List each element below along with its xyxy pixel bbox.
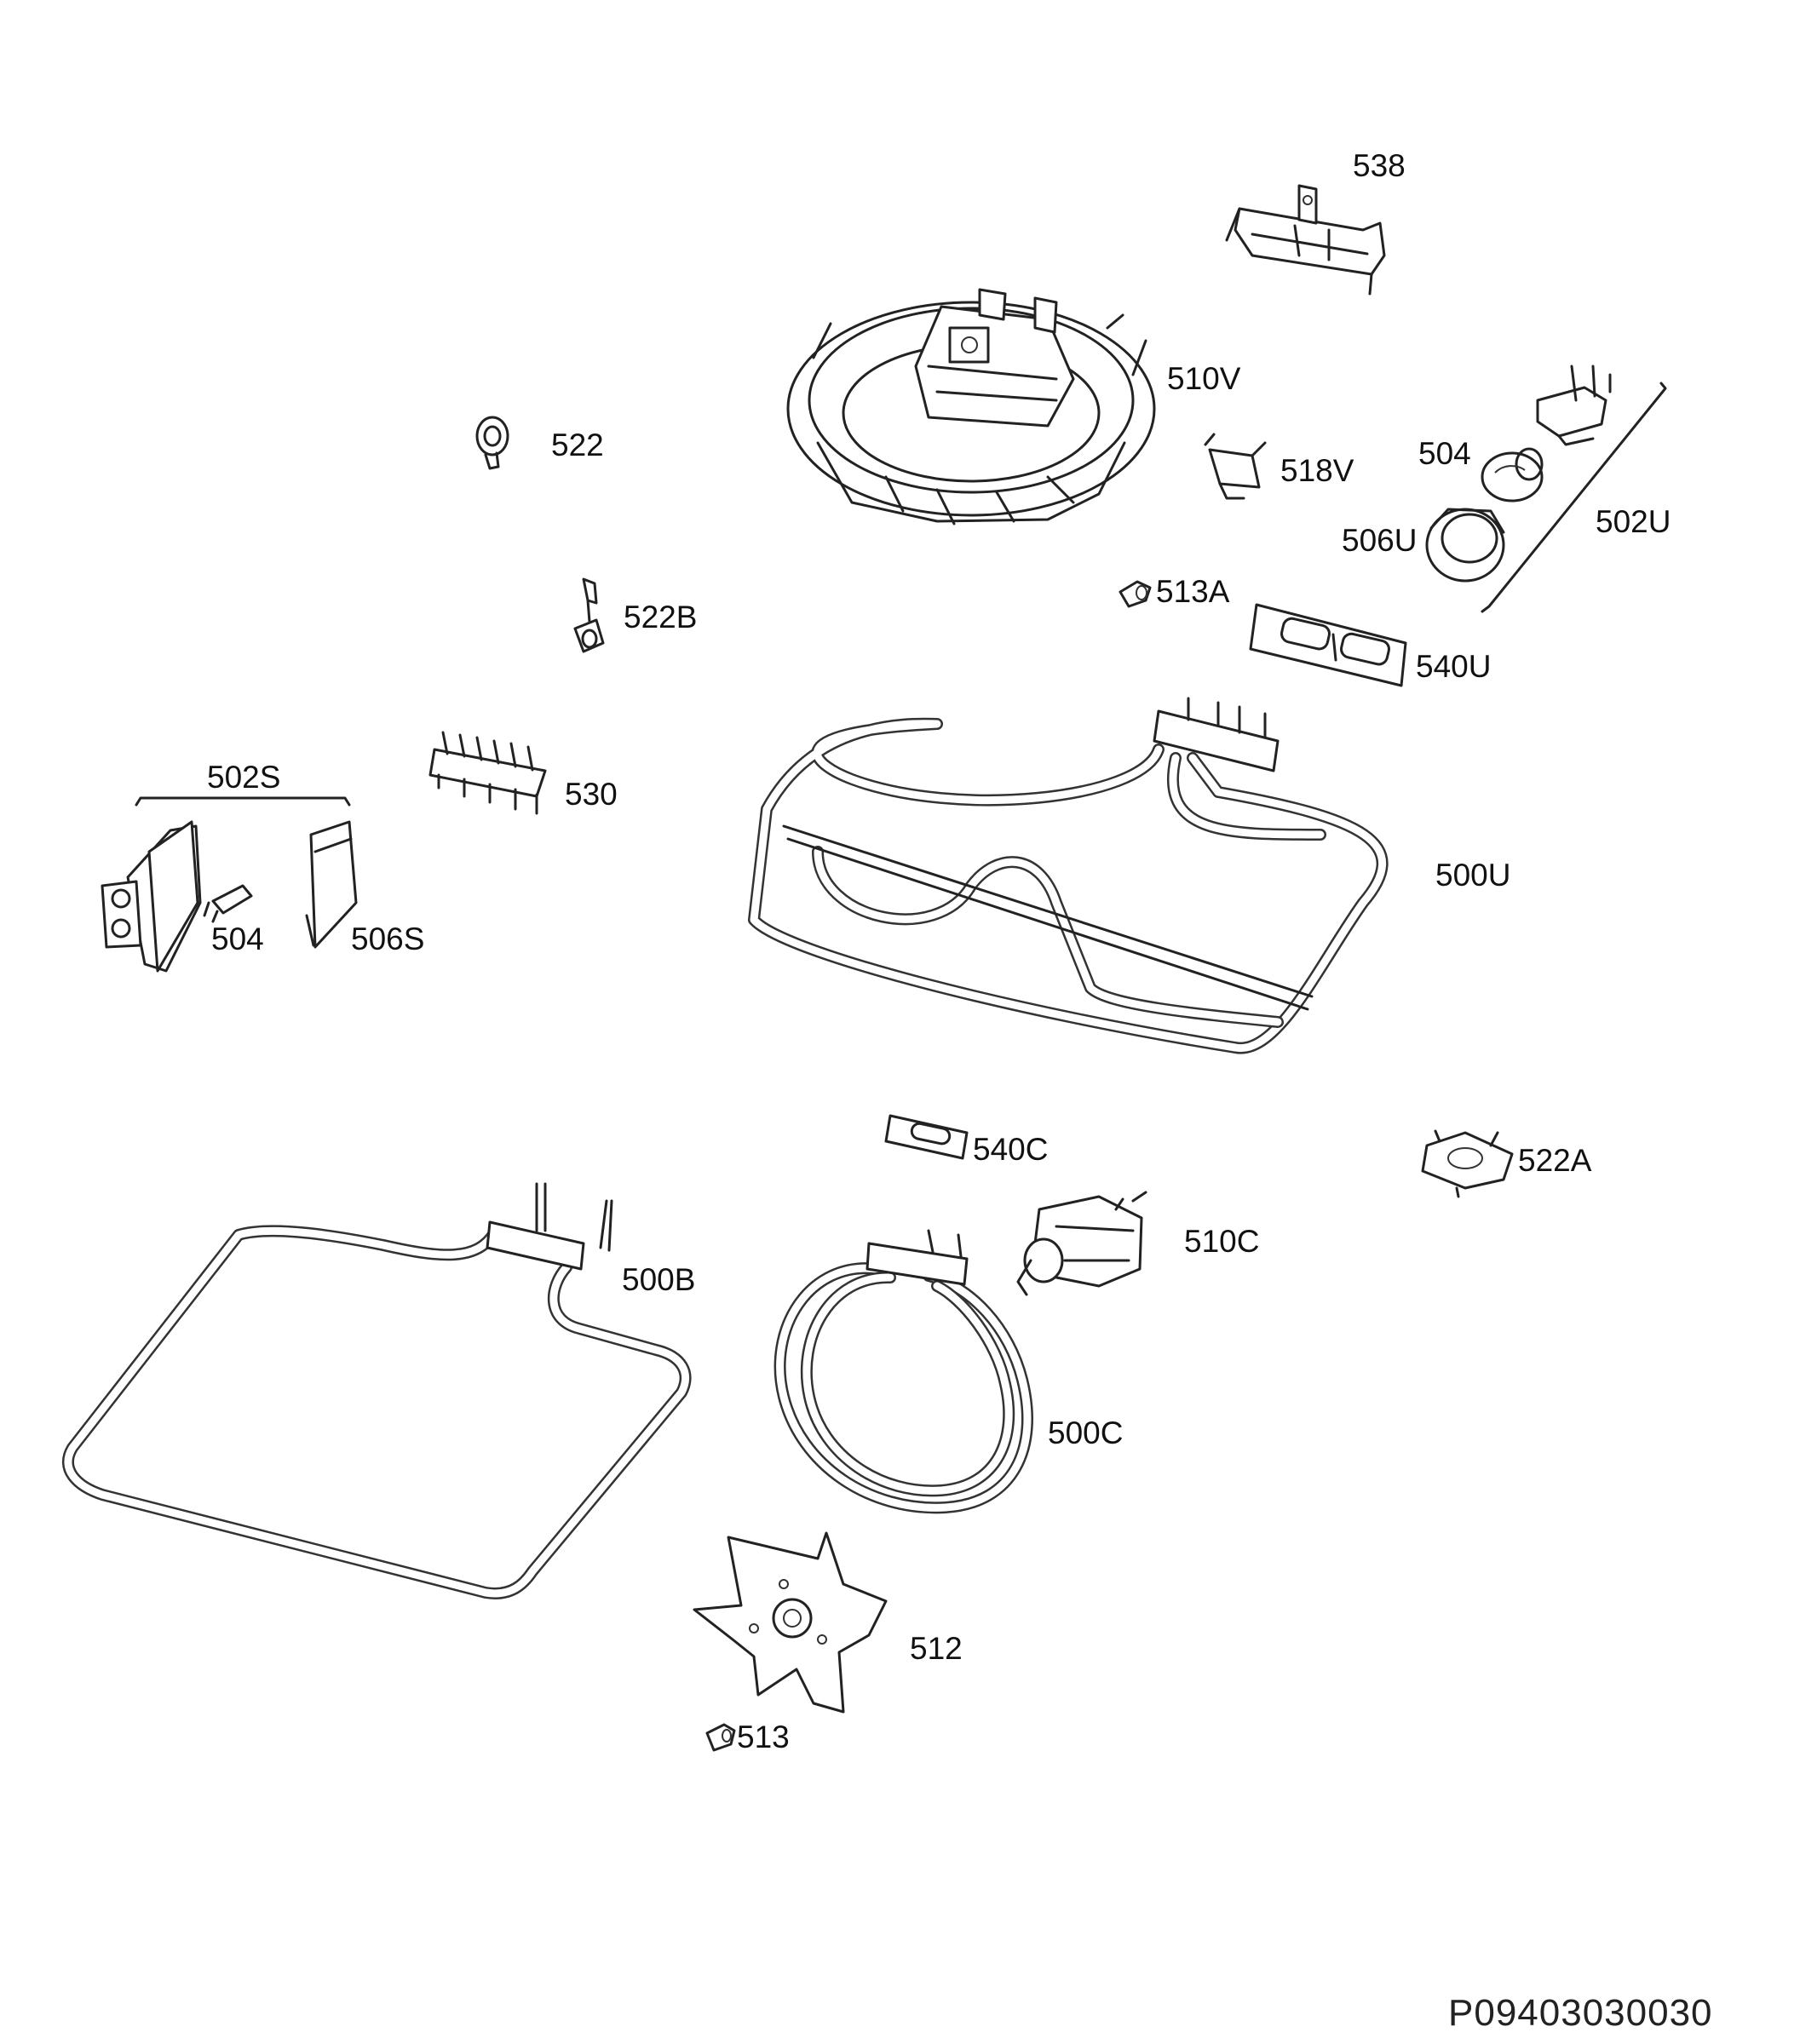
part-522-clip[interactable] xyxy=(475,416,509,470)
part-502U-group-bracket xyxy=(1481,382,1667,613)
part-510C-fan-motor[interactable] xyxy=(1016,1191,1147,1296)
label-518V: 518V xyxy=(1280,453,1354,488)
label-540C: 540C xyxy=(973,1132,1048,1167)
part-506U-lamp-cover[interactable] xyxy=(1425,508,1505,583)
label-530: 530 xyxy=(565,777,618,812)
part-540C-gasket[interactable] xyxy=(884,1114,969,1160)
part-522A-thermostat[interactable] xyxy=(1421,1129,1514,1198)
part-522B-thermostat[interactable] xyxy=(573,577,605,653)
label-538: 538 xyxy=(1353,148,1406,183)
label-510V: 510V xyxy=(1167,361,1241,396)
part-506S-lamp-cover[interactable] xyxy=(305,820,358,949)
label-522: 522 xyxy=(551,428,604,462)
part-504-lamp-bulb-left[interactable] xyxy=(203,884,253,923)
label-502U: 502U xyxy=(1596,504,1671,539)
label-522A: 522A xyxy=(1518,1143,1592,1178)
label-504-left: 504 xyxy=(211,922,264,956)
label-504-top: 504 xyxy=(1418,436,1471,471)
label-512: 512 xyxy=(910,1631,963,1666)
label-506S: 506S xyxy=(351,922,424,956)
part-530-terminal-block[interactable] xyxy=(428,731,547,815)
part-513A-nut[interactable] xyxy=(1119,580,1152,608)
part-502S-group-bracket xyxy=(135,796,351,807)
label-500U: 500U xyxy=(1435,858,1510,893)
label-522B: 522B xyxy=(624,600,697,634)
drawing-code: P09403030030 xyxy=(1448,1992,1713,2034)
part-500U-grill-element[interactable] xyxy=(748,697,1389,1054)
part-504-lamp-bulb[interactable] xyxy=(1481,447,1544,502)
part-512-fan-blade[interactable] xyxy=(693,1531,888,1714)
label-500B: 500B xyxy=(622,1262,695,1297)
part-513-nut[interactable] xyxy=(705,1723,736,1752)
part-538-bracket[interactable] xyxy=(1225,184,1386,296)
part-510V-fan-motor-assembly[interactable] xyxy=(786,288,1156,525)
label-513A: 513A xyxy=(1156,574,1230,609)
part-502S-switch-housing[interactable] xyxy=(101,820,202,973)
part-500C-circular-element[interactable] xyxy=(773,1229,1033,1514)
part-502U-lamp-holder[interactable] xyxy=(1536,365,1612,446)
label-540U: 540U xyxy=(1416,649,1491,684)
part-540U-gasket[interactable] xyxy=(1249,603,1407,687)
label-513: 513 xyxy=(737,1720,790,1754)
label-502S: 502S xyxy=(207,760,280,795)
label-510C: 510C xyxy=(1184,1224,1259,1259)
label-506U: 506U xyxy=(1342,523,1417,558)
part-500B-bottom-element[interactable] xyxy=(62,1182,692,1599)
part-518V-switch[interactable] xyxy=(1204,433,1267,500)
label-500C: 500C xyxy=(1048,1415,1123,1450)
